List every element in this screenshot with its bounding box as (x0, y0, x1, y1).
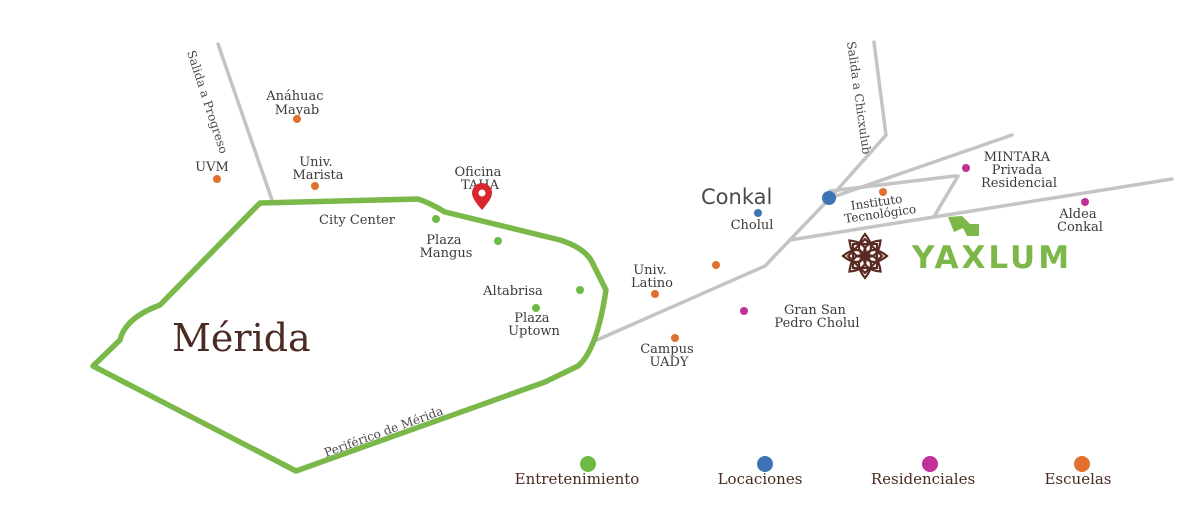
flower-logo-icon (841, 232, 889, 280)
dot-instituto (879, 188, 887, 196)
legend-label-residenciales: Residenciales (871, 470, 975, 488)
road-aldea (788, 177, 1174, 242)
dot-uvm (213, 175, 221, 183)
road-connector (933, 174, 960, 217)
place-label-mintara: MINTARA Privada Residencial (981, 150, 1057, 191)
dot-gran-san-pedro (740, 307, 748, 315)
place-label-uvm: UVM (195, 160, 229, 175)
dots-residenciales (740, 164, 1089, 315)
legend-item-escuelas: Escuelas (1044, 456, 1112, 488)
dots-entretenimiento (432, 215, 584, 312)
legend-swatch-residenciales (922, 456, 938, 472)
legend-label-locaciones: Locaciones (718, 470, 803, 488)
legend-swatch-locaciones (757, 456, 773, 472)
periferico-ring (90, 196, 609, 474)
road-label-chicxulub: Salida a Chicxulub (844, 40, 874, 155)
place-label-anahuac: Anáhuac Mayab (265, 89, 327, 118)
place-label-univ-latino: Univ. Latino (631, 263, 673, 291)
dot-escuela-extra (712, 261, 720, 269)
dot-univ-latino (651, 290, 659, 298)
dot-plaza-uptown (532, 304, 540, 312)
legend-swatch-escuelas (1074, 456, 1090, 472)
legend-label-entretenimiento: Entretenimiento (515, 470, 640, 488)
roads (216, 40, 1174, 342)
legend-item-residenciales: Residenciales (871, 456, 975, 488)
place-label-gran-san-pedro: Gran San Pedro Cholul (774, 303, 859, 331)
map-pin-icon (472, 183, 492, 210)
road-conkal-merida (595, 196, 832, 342)
dot-conkal (822, 191, 836, 205)
place-labels: Anáhuac Mayab UVM Univ. Marista City Cen… (195, 89, 1103, 370)
yaxlum-brand: YAXLUM (841, 232, 1072, 280)
dots-locaciones (754, 191, 836, 217)
city-label-merida: Mérida (172, 316, 311, 360)
legend: Entretenimiento Locaciones Residenciales… (515, 456, 1112, 488)
legend-item-entretenimiento: Entretenimiento (515, 456, 640, 488)
dots-escuelas (213, 115, 887, 342)
road-chicxulub (828, 40, 888, 200)
place-label-aldea-conkal: Aldea Conkal (1057, 207, 1103, 235)
dot-anahuac (293, 115, 301, 123)
dot-campus-uady (671, 334, 679, 342)
arrow-icon (948, 216, 979, 236)
brand-name: YAXLUM (911, 240, 1072, 276)
road-label-periferico: Periférico de Mérida (322, 404, 445, 460)
place-label-cholul: Cholul (731, 218, 774, 233)
road-conkal-instituto (828, 174, 957, 193)
dot-cholul (754, 209, 762, 217)
place-label-campus-uady: Campus UADY (640, 342, 698, 370)
dot-city-center (432, 215, 440, 223)
place-label-marista: Univ. Marista (292, 155, 343, 183)
dot-aldea-conkal (1081, 198, 1089, 206)
legend-item-locaciones: Locaciones (718, 456, 803, 488)
dot-plaza-mangus (494, 237, 502, 245)
legend-swatch-entretenimiento (580, 456, 596, 472)
place-label-altabrisa: Altabrisa (482, 284, 543, 299)
legend-label-escuelas: Escuelas (1044, 470, 1111, 488)
city-label-conkal: Conkal (701, 185, 772, 209)
place-label-city-center: City Center (319, 213, 396, 228)
dot-mintara (962, 164, 970, 172)
dot-altabrisa (576, 286, 584, 294)
place-label-plaza-uptown: Plaza Uptown (508, 311, 560, 339)
office-marker[interactable]: Oficina TAHA (454, 165, 505, 210)
place-label-plaza-mangus: Plaza Mangus (420, 233, 473, 261)
road-progreso (216, 42, 274, 202)
dot-marista (311, 182, 319, 190)
